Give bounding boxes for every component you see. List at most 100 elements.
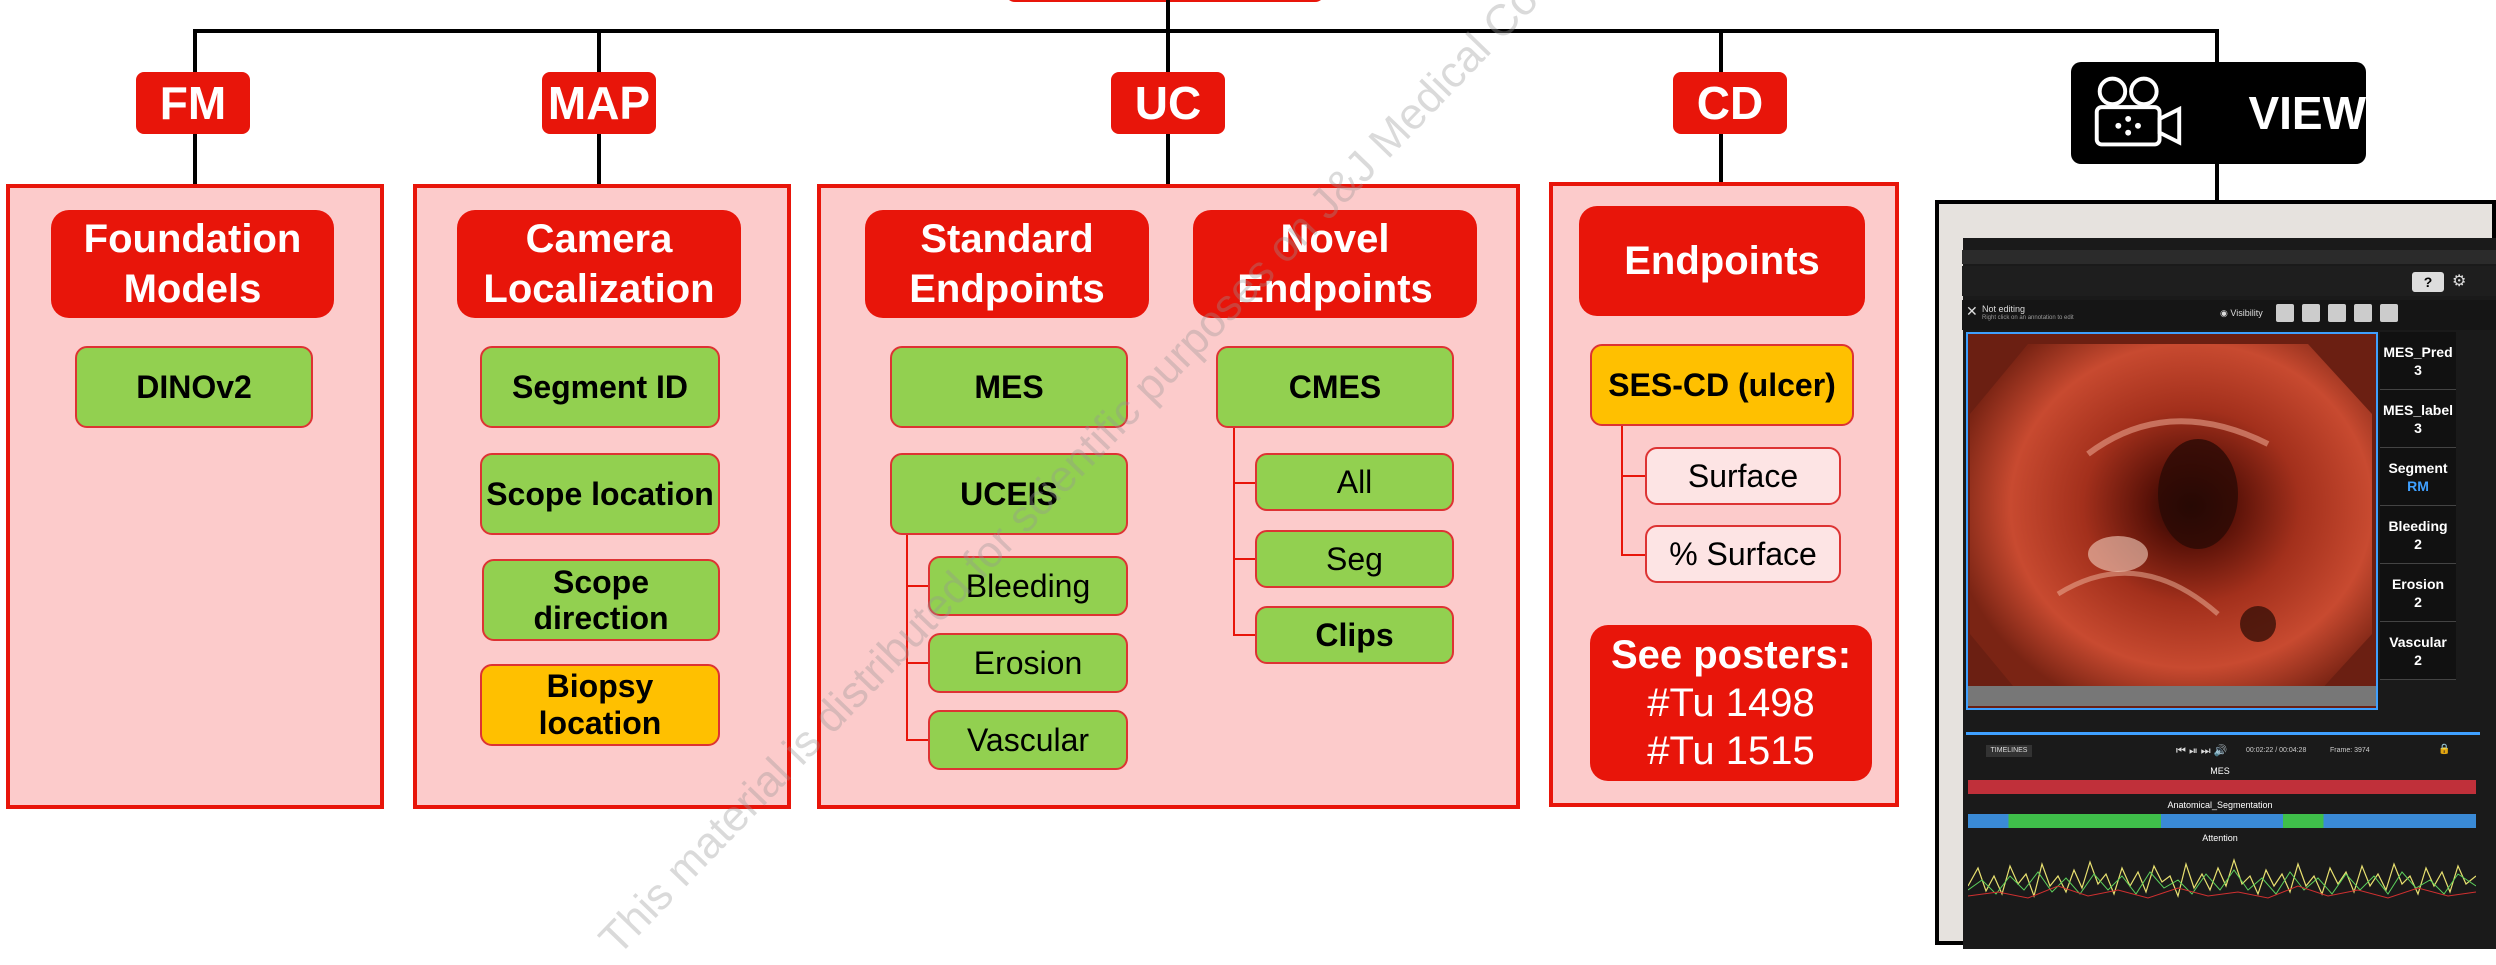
ses-connector <box>1621 426 1623 555</box>
tree-connector <box>597 132 601 186</box>
score-value: 2 <box>2414 651 2422 668</box>
uceis-sub-item: Bleeding <box>928 556 1128 616</box>
cmes-connector <box>1233 428 1235 635</box>
uceis-sub-item: Vascular <box>928 710 1128 770</box>
view-tag: VIEW <box>2071 62 2366 164</box>
cmes-connector <box>1233 482 1255 484</box>
cd-sub-item: Surface <box>1645 447 1841 505</box>
score-label: MES_label <box>2382 401 2454 418</box>
cd-sub-item: % Surface <box>1645 525 1841 583</box>
tree-connector <box>193 29 2219 33</box>
timelines-button[interactable]: TIMELINES <box>1986 745 2032 757</box>
eye-icon: ◉ <box>2220 308 2231 318</box>
tree-connector <box>597 29 601 81</box>
uc-standard-item: UCEIS <box>890 453 1128 535</box>
uceis-connector <box>906 585 928 587</box>
score-label: Erosion <box>2391 575 2445 592</box>
attention-track <box>1968 858 2476 899</box>
map-item: Scope direction <box>482 559 720 641</box>
cmes-sub-item: All <box>1255 453 1454 511</box>
help-icon[interactable]: ? <box>2412 272 2444 292</box>
score-label: Bleeding <box>2388 517 2448 534</box>
top-root-node <box>1005 0 1325 2</box>
lock-icon[interactable]: 🔒 <box>2438 744 2451 755</box>
track-label: Attention <box>2202 833 2238 843</box>
posters-title: See posters: <box>1610 633 1852 677</box>
uc-novel-item: CMES <box>1216 346 1454 428</box>
score-value: 2 <box>2414 535 2422 552</box>
cmes-sub-item: Clips <box>1255 606 1454 664</box>
cd-header: Endpoints <box>1579 206 1865 316</box>
video-frame[interactable] <box>1966 332 2378 710</box>
cmes-sub-item: Seg <box>1255 530 1454 588</box>
score-value: 3 <box>2414 419 2422 436</box>
ses-connector <box>1621 475 1645 477</box>
score-value: RM <box>2407 477 2429 494</box>
tree-connector <box>1166 0 1170 33</box>
browser-address-bar[interactable] <box>1962 250 2496 264</box>
tag-uc: UC <box>1111 72 1225 134</box>
tree-connector <box>1719 29 1723 81</box>
scrub-bar[interactable] <box>1966 732 2480 735</box>
score-value: 3 <box>2414 361 2422 378</box>
viewer-toolbar <box>1962 266 2496 296</box>
poster-ref: #Tu 1498 <box>1647 681 1815 725</box>
tool-icon[interactable] <box>2380 304 2398 322</box>
uceis-sub-item: Erosion <box>928 633 1128 693</box>
ses-connector <box>1621 554 1645 556</box>
tree-connector <box>1719 132 1723 184</box>
tree-connector <box>193 132 197 186</box>
fm-item: DINOv2 <box>75 346 313 428</box>
tree-connector <box>1166 29 1170 81</box>
mes-track <box>1968 780 2476 794</box>
tool-icon[interactable] <box>2354 304 2372 322</box>
frame-counter: Frame: 3974 <box>2330 747 2370 754</box>
visibility-label: Visibility <box>2230 308 2263 318</box>
cd-item: SES-CD (ulcer) <box>1590 344 1854 426</box>
map-item: Biopsy location <box>480 664 720 746</box>
video-progress-strip <box>1968 686 2376 706</box>
view-label: VIEW <box>2248 87 2366 139</box>
tool-icon[interactable] <box>2328 304 2346 322</box>
map-item: Scope location <box>480 453 720 535</box>
score-value: 2 <box>2414 593 2422 610</box>
posters-box: See posters: #Tu 1498 #Tu 1515 <box>1590 625 1872 781</box>
tree-connector <box>1166 132 1170 186</box>
uc-standard-header: Standard Endpoints <box>865 210 1149 318</box>
tree-connector <box>2215 29 2219 69</box>
poster-ref: #Tu 1515 <box>1647 729 1815 773</box>
close-icon[interactable]: ✕ <box>1966 303 1978 319</box>
track-label: Anatomical_Segmentation <box>2167 800 2273 810</box>
playback-controls[interactable]: ⏮ ⏯ ⏭ 🔊 <box>2176 745 2228 757</box>
timecode: 00:02:22 / 00:04:28 <box>2246 747 2307 754</box>
editing-status-sub: Right click on an annotation to edit <box>1982 315 2074 321</box>
visibility-toggle[interactable]: ◉ Visibility <box>2220 308 2263 319</box>
map-item: Segment ID <box>480 346 720 428</box>
fm-header: Foundation Models <box>51 210 334 318</box>
tree-connector <box>193 29 197 81</box>
score-label: MES_Pred <box>2383 343 2453 360</box>
uc-standard-item: MES <box>890 346 1128 428</box>
tag-fm: FM <box>136 72 250 134</box>
uceis-connector <box>906 662 928 664</box>
tree-connector <box>2215 162 2219 202</box>
tag-cd: CD <box>1673 72 1787 134</box>
cmes-connector <box>1233 634 1255 636</box>
tool-icon[interactable] <box>2302 304 2320 322</box>
cmes-connector <box>1233 558 1255 560</box>
track-label: MES <box>2210 766 2230 776</box>
segmentation-track <box>1968 814 2476 828</box>
score-label: Vascular <box>2389 633 2447 650</box>
uceis-connector <box>906 739 928 741</box>
uc-novel-header: Novel Endpoints <box>1193 210 1477 318</box>
tool-icon[interactable] <box>2276 304 2294 322</box>
draw-tool-icons[interactable] <box>2276 304 2456 324</box>
editing-status: Not editing <box>1982 304 2026 314</box>
score-label: Segment <box>2388 459 2448 476</box>
gear-icon[interactable]: ⚙ <box>2452 273 2467 290</box>
